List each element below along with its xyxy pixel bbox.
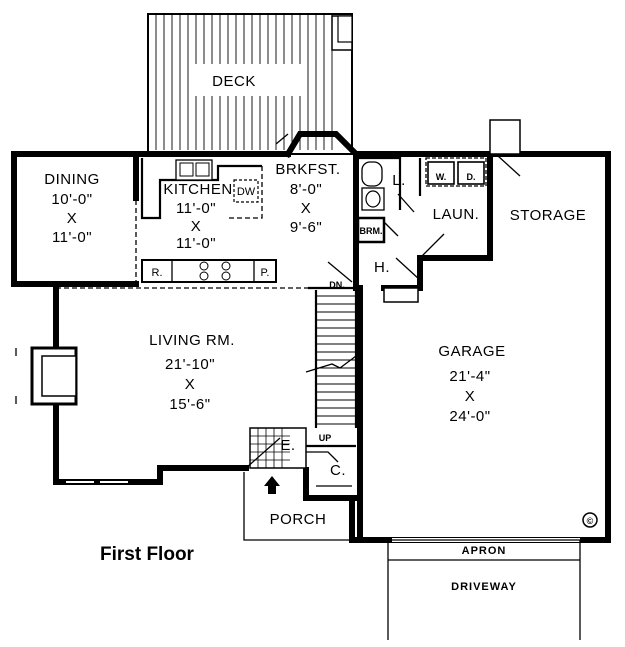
laundry: W. D. LAUN. H. xyxy=(327,157,487,303)
dining-room: DINING 10'-0" X 11'-0" xyxy=(11,151,139,287)
toilet xyxy=(361,161,383,187)
storage-vent xyxy=(489,119,521,155)
porch: PORCH xyxy=(243,472,352,541)
kitchen-dim-2: 11'-0" xyxy=(176,235,216,252)
stairs-down-label: DN. xyxy=(329,280,345,290)
lavatory-label: L. xyxy=(392,172,406,189)
living-dim-2: 15'-6" xyxy=(169,396,210,413)
entry-arrow-icon xyxy=(264,476,280,494)
driveway-label: DRIVEWAY xyxy=(451,581,517,593)
porch-label: PORCH xyxy=(270,511,327,528)
living-label: LIVING RM. xyxy=(149,332,235,349)
breakfast-dim-2: 9'-6" xyxy=(290,219,322,236)
apron-label: APRON xyxy=(462,545,507,557)
living-room: LIVING RM. 21'-10" X 15'-6" xyxy=(15,286,356,483)
brm-label: BRM. xyxy=(360,226,383,236)
storage: STORAGE xyxy=(497,155,587,224)
garage-dim-1: 21'-4" xyxy=(449,368,490,385)
breakfast-nook: BRKFST. 8'-0" X 9'-6" xyxy=(275,133,347,236)
entry-label: E. xyxy=(280,437,295,454)
driveway: DRIVEWAY xyxy=(387,560,581,640)
washer-label: W. xyxy=(436,172,447,182)
staircase: DN. UP xyxy=(305,280,358,444)
copyright-icon xyxy=(582,512,598,528)
garage-dim-x: X xyxy=(465,388,476,405)
living-dim-1: 21'-10" xyxy=(165,356,215,373)
dishwasher-label: DW xyxy=(237,186,256,198)
entry: E. C. xyxy=(245,427,356,487)
dining-label: DINING xyxy=(44,171,100,188)
dryer-label: D. xyxy=(467,172,476,182)
laundry-label: LAUN. xyxy=(433,206,480,223)
dining-dim-2: 11'-0" xyxy=(52,229,92,246)
storage-label: STORAGE xyxy=(510,207,587,224)
cooktop xyxy=(199,261,231,281)
stairs-up-label: UP xyxy=(319,433,332,443)
dining-dim-1: 10'-0" xyxy=(51,191,92,208)
lavatory-sink xyxy=(365,190,381,208)
garage-dim-2: 24'-0" xyxy=(449,408,490,425)
kitchen: DW R. P. KITCHEN 11'-0" X 11'-0" xyxy=(140,158,277,283)
hall-label: H. xyxy=(374,259,390,276)
copyright-mark: © xyxy=(587,516,594,526)
range-label: R. xyxy=(152,267,163,279)
sink-basin-left xyxy=(179,162,194,177)
garage-label: GARAGE xyxy=(438,343,505,360)
breakfast-label: BRKFST. xyxy=(275,161,340,178)
sink-basin-right xyxy=(195,162,210,177)
dining-dim-x: X xyxy=(67,210,78,227)
deck-label: DECK xyxy=(212,73,256,90)
closet-label: C. xyxy=(330,462,346,479)
garage: GARAGE 21'-4" X 24'-0" © xyxy=(388,343,598,542)
dishwasher xyxy=(233,179,259,203)
powder-room: L. BRM. xyxy=(356,156,415,244)
deck: DECK xyxy=(147,13,353,155)
floor-title: First Floor xyxy=(100,544,195,565)
breakfast-dim-x: X xyxy=(301,200,312,217)
living-dim-x: X xyxy=(185,376,196,393)
kitchen-dim-x: X xyxy=(191,218,202,235)
kitchen-dim-1: 11'-0" xyxy=(176,200,216,217)
kitchen-label: KITCHEN xyxy=(163,181,232,198)
breakfast-dim-1: 8'-0" xyxy=(290,181,322,198)
pantry-label: P. xyxy=(261,267,270,279)
apron: APRON xyxy=(387,540,581,561)
